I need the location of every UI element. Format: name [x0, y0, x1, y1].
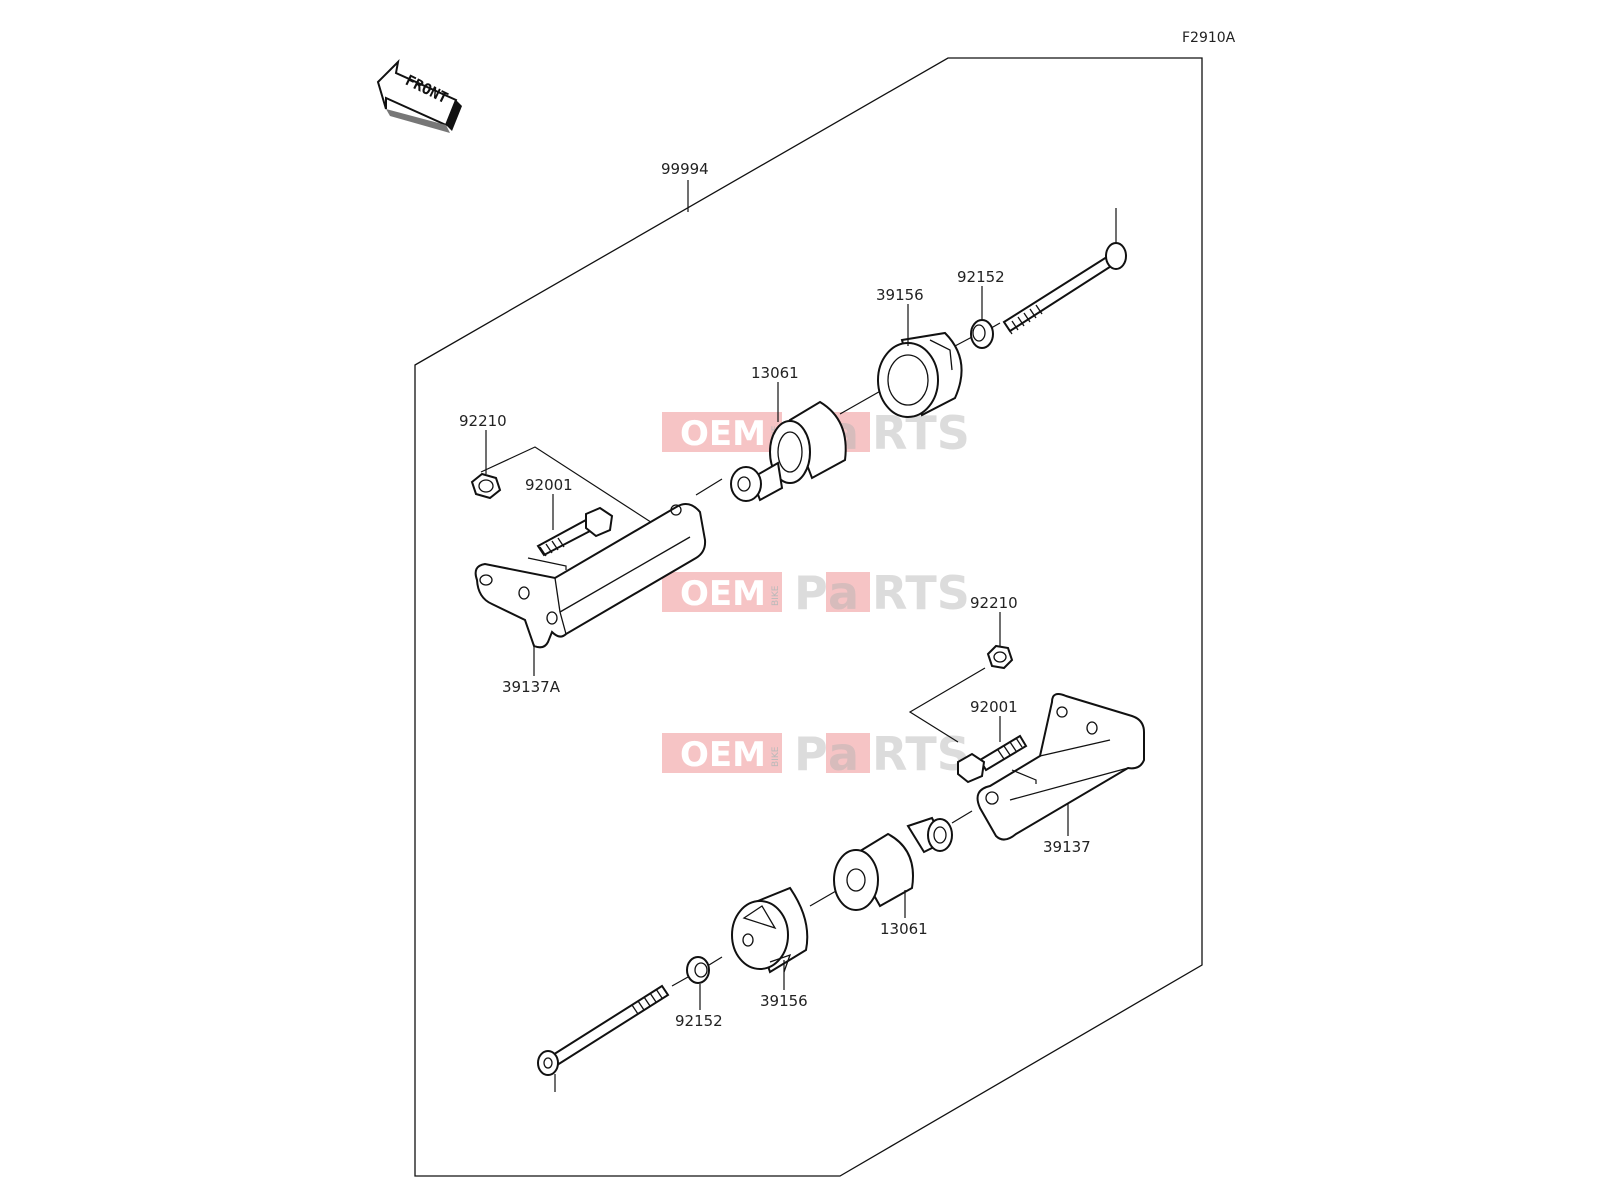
top-collar — [970, 319, 994, 349]
top-slider-cap — [877, 331, 963, 418]
svg-text:P: P — [794, 727, 828, 781]
bottom-collar — [686, 956, 710, 984]
top-slider-body — [730, 400, 847, 502]
svg-text:a: a — [828, 727, 859, 781]
top-bracket — [474, 503, 707, 649]
bottom-bracket — [976, 693, 1145, 841]
bottom-bolt — [957, 734, 1028, 784]
callout-top-collar: 92152 — [957, 268, 1005, 286]
figure-code: F2910A — [1182, 30, 1236, 46]
callout-top-slider: 13061 — [751, 364, 799, 382]
callout-bottom-nut: 92210 — [970, 594, 1018, 612]
bottom-axis-line — [671, 976, 689, 987]
bottom-nut — [986, 644, 1014, 670]
watermark-middle: OEM BIKE P a RTS — [662, 566, 970, 620]
callout-top-cap: 39156 — [876, 286, 924, 304]
callout-bottom-bolt: 92001 — [970, 698, 1018, 716]
watermark-bottom: OEM BIKE P a RTS — [662, 727, 970, 781]
top-long-bolt — [1002, 242, 1127, 335]
bottom-axis-line — [951, 810, 973, 824]
callout-kit: 99994 — [661, 160, 709, 178]
callout-bottom-bracket: 39137 — [1043, 838, 1091, 856]
svg-text:OEM: OEM — [680, 735, 766, 775]
top-nut — [470, 472, 502, 500]
top-axis-line — [839, 388, 885, 415]
svg-text:RTS: RTS — [872, 406, 970, 460]
callout-top-nut: 92210 — [459, 412, 507, 430]
svg-text:BIKE: BIKE — [771, 585, 781, 606]
svg-text:OEM: OEM — [680, 414, 766, 454]
bottom-nut-leader — [908, 667, 986, 743]
svg-text:RTS: RTS — [872, 727, 970, 781]
bottom-axis-line — [708, 956, 723, 966]
callout-bottom-collar: 92152 — [675, 1012, 723, 1030]
front-arrow-icon: FRONT — [376, 59, 462, 133]
bottom-axis-line — [809, 890, 837, 907]
callout-top-bracket: 39137A — [502, 678, 561, 696]
top-bolt — [536, 506, 614, 557]
top-axis-line — [695, 478, 723, 496]
svg-text:BIKE: BIKE — [771, 746, 781, 767]
top-axis-line — [954, 336, 973, 347]
svg-text:OEM: OEM — [680, 574, 766, 614]
leader-lines — [485, 180, 1117, 1092]
svg-text:RTS: RTS — [872, 566, 970, 620]
callout-top-bolt: 92001 — [525, 476, 573, 494]
callout-bottom-slider: 13061 — [880, 920, 928, 938]
bottom-slider-cap — [731, 886, 809, 974]
callout-bottom-cap: 39156 — [760, 992, 808, 1010]
top-nut-leader — [480, 446, 661, 529]
svg-text:P: P — [794, 566, 828, 620]
bottom-long-bolt — [537, 984, 670, 1076]
bottom-slider-body — [833, 816, 953, 911]
kit-boundary — [414, 57, 1203, 1177]
svg-text:a: a — [828, 566, 859, 620]
